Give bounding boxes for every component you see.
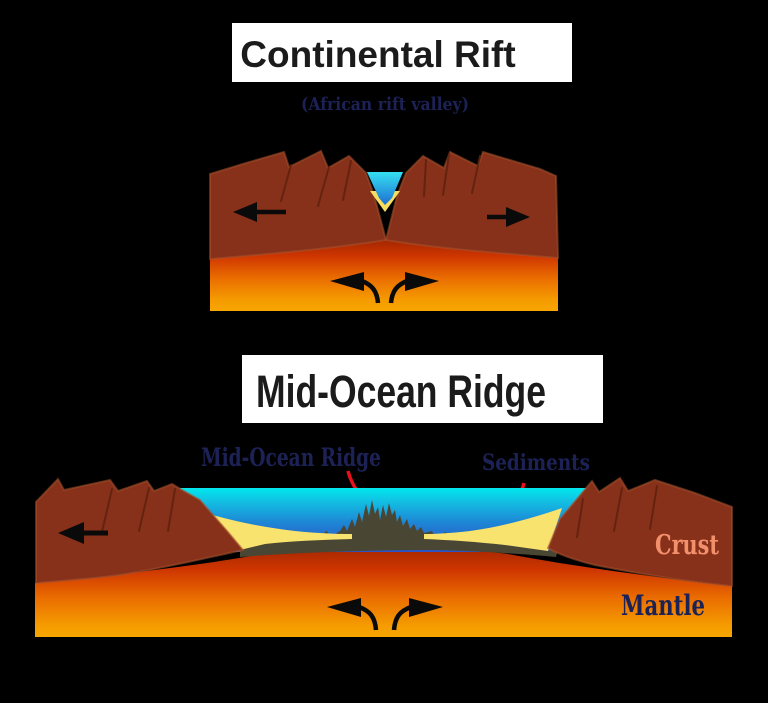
ocean-left-arrowhead-icon xyxy=(58,522,84,544)
mid-ocean-ridge-diagram: Crust Mantle xyxy=(35,476,733,637)
sediment-wedge-right xyxy=(424,508,562,551)
left-arrowhead-icon xyxy=(233,202,257,222)
continental-rift-title: Continental Rift xyxy=(240,34,515,75)
ocean-plate-motion-arrow-left xyxy=(58,522,108,544)
plate-motion-arrow-right xyxy=(487,207,530,227)
crust-layer-label: Crust xyxy=(655,530,719,561)
continental-rift-diagram xyxy=(209,149,560,311)
continental-rift-subtitle: (African rift valley) xyxy=(301,94,469,115)
rift-fault-lines xyxy=(280,153,481,207)
ocean-upwelling-stem-right xyxy=(391,604,412,631)
mid-ocean-ridge-title-box xyxy=(242,355,603,423)
sediments-annotation-label: Sediments xyxy=(482,450,590,476)
rift-mantle xyxy=(210,238,558,311)
ocean-mantle-upwelling-arrows xyxy=(327,598,443,631)
oceanic-crust-ridge xyxy=(240,500,558,557)
mantle-layer-label: Mantle xyxy=(621,589,705,622)
ocean-upwelling-head-left-icon xyxy=(327,598,361,617)
rift-crust-right xyxy=(384,150,560,260)
continent-fault-lines xyxy=(101,485,658,538)
ocean-upwelling-stem-left xyxy=(358,604,379,631)
upwelling-stem-left xyxy=(361,278,381,304)
continent-right xyxy=(546,476,733,588)
rift-crust-left xyxy=(209,149,388,261)
ocean-upwelling-head-right-icon xyxy=(409,598,443,617)
mantle-upwelling-arrows xyxy=(330,272,439,304)
continental-rift-title-box xyxy=(232,23,572,82)
ocean-mantle xyxy=(35,544,732,637)
ridge-annotation-label: Mid-Ocean Ridge xyxy=(201,443,381,472)
upwelling-head-left-icon xyxy=(330,272,364,291)
upwelling-head-right-icon xyxy=(405,272,439,291)
plate-motion-arrow-left xyxy=(233,202,286,222)
upwelling-stem-right xyxy=(388,278,408,304)
right-arrowhead-icon xyxy=(506,207,530,227)
rift-valley-lake xyxy=(367,172,403,205)
mid-ocean-ridge-title: Mid-Ocean Ridge xyxy=(256,366,546,417)
